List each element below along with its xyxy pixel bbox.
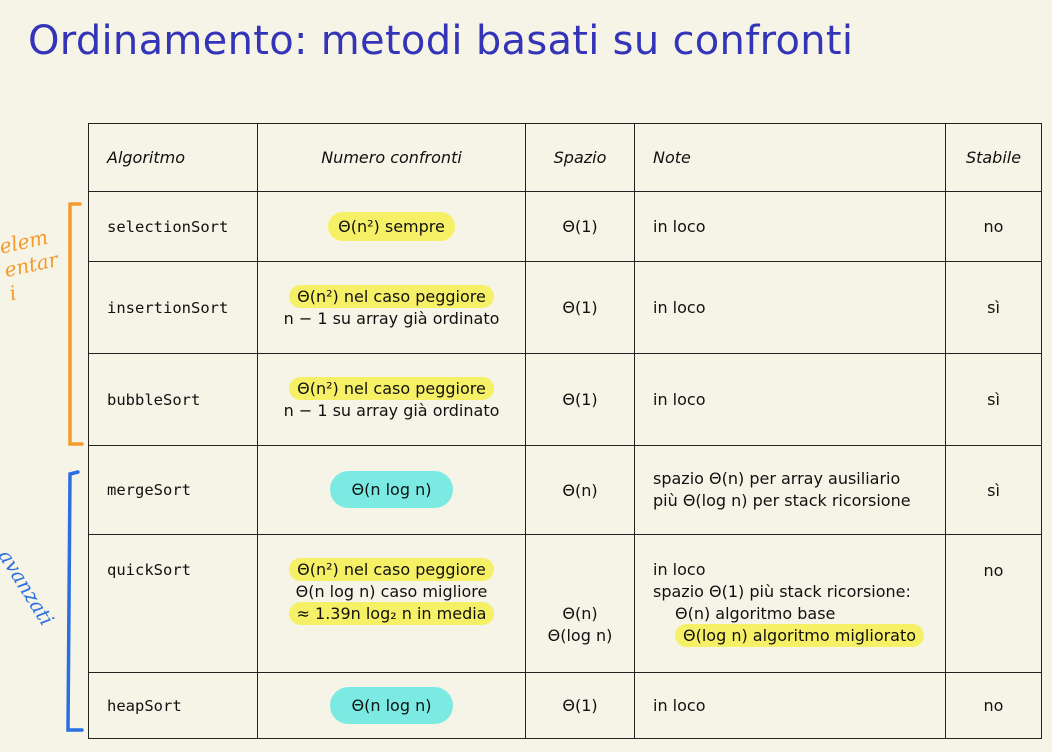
note-line: più Θ(log n) per stack ricorsione (653, 491, 911, 510)
conf-line: Θ(n²) nel caso peggiore (289, 558, 494, 581)
note-cell: in loco (634, 191, 946, 262)
space-line: Θ(n) (562, 604, 598, 623)
note-line: spazio Θ(1) più stack ricorsione: (653, 582, 911, 601)
space-line: Θ(log n) (547, 626, 613, 645)
sorting-table: Algoritmo Numero confronti Spazio Note S… (88, 123, 1042, 739)
alg-name: heapSort (88, 672, 258, 739)
stable-cell: sì (945, 445, 1042, 535)
note-cell: spazio Θ(n) per array ausiliario più Θ(l… (634, 445, 946, 535)
stable-cell: sì (945, 261, 1042, 354)
conf-line: Θ(n log n) caso migliore (295, 582, 488, 601)
conf-cell: Θ(n²) nel caso peggiore n − 1 su array g… (257, 353, 526, 446)
stable-cell: no (945, 191, 1042, 262)
conf-line: Θ(n log n) (329, 471, 454, 508)
note-line: spazio Θ(n) per array ausiliario (653, 469, 901, 488)
space-cell: Θ(1) (525, 353, 635, 446)
table-row: mergeSort Θ(n log n) Θ(n) spazio Θ(n) pe… (88, 445, 1042, 535)
conf-line: ≈ 1.39n log₂ n in media (288, 602, 495, 625)
conf-line: Θ(n²) nel caso peggiore (289, 376, 494, 400)
header-algoritmo: Algoritmo (88, 123, 258, 192)
label-avanzati: avanzati (0, 545, 60, 630)
conf-cell: Θ(n log n) (257, 672, 526, 739)
alg-name: selectionSort (88, 191, 258, 262)
alg-name: quickSort (88, 534, 258, 673)
note-cell: in loco (634, 261, 946, 354)
conf-line: n − 1 su array già ordinato (283, 308, 500, 328)
table-row: selectionSort Θ(n²) sempre Θ(1) in loco … (88, 191, 1042, 262)
note-cell: in loco (634, 353, 946, 446)
note-cell: in loco (634, 672, 946, 739)
conf-line: n − 1 su array già ordinato (283, 400, 500, 420)
conf-cell: Θ(n²) nel caso peggiore n − 1 su array g… (257, 261, 526, 354)
bracket-elementari (58, 200, 88, 454)
header-stabile: Stabile (945, 123, 1042, 192)
note-line: Θ(log n) algoritmo migliorato (675, 624, 925, 647)
table-row: bubbleSort Θ(n²) nel caso peggiore n − 1… (88, 353, 1042, 446)
table-row: insertionSort Θ(n²) nel caso peggiore n … (88, 261, 1042, 354)
note-line: Θ(n) algoritmo base (675, 604, 836, 623)
conf-cell: Θ(n²) sempre (257, 191, 526, 262)
conf-line: Θ(n²) sempre (328, 211, 455, 241)
conf-line: Θ(n²) nel caso peggiore (289, 284, 494, 308)
conf-line: Θ(n log n) (329, 686, 454, 724)
orange-bracket-icon (68, 202, 84, 446)
table-row: quickSort Θ(n²) nel caso peggiore Θ(n lo… (88, 534, 1042, 673)
note-line: in loco (653, 560, 706, 579)
space-cell: Θ(1) (525, 191, 635, 262)
stable-cell: no (945, 672, 1042, 739)
note-cell: in loco spazio Θ(1) più stack ricorsione… (634, 534, 946, 673)
alg-name: bubbleSort (88, 353, 258, 446)
header-spazio: Spazio (525, 123, 635, 192)
space-cell: Θ(n) (525, 445, 635, 535)
space-cell: Θ(1) (525, 672, 635, 739)
alg-name: mergeSort (88, 445, 258, 535)
bracket-avanzati (58, 468, 88, 738)
space-cell: Θ(n) Θ(log n) (525, 534, 635, 673)
stable-cell: no (945, 534, 1042, 673)
header-confronti: Numero confronti (257, 123, 526, 192)
blue-bracket-icon (66, 470, 84, 732)
header-note: Note (634, 123, 946, 192)
space-cell: Θ(1) (525, 261, 635, 354)
page-title: Ordinamento: metodi basati su confronti (28, 18, 854, 64)
conf-cell: Θ(n²) nel caso peggiore Θ(n log n) caso … (257, 534, 526, 673)
conf-cell: Θ(n log n) (257, 445, 526, 535)
alg-name: insertionSort (88, 261, 258, 354)
table-header-row: Algoritmo Numero confronti Spazio Note S… (88, 123, 1042, 192)
stable-cell: sì (945, 353, 1042, 446)
table-row: heapSort Θ(n log n) Θ(1) in loco no (88, 672, 1042, 739)
